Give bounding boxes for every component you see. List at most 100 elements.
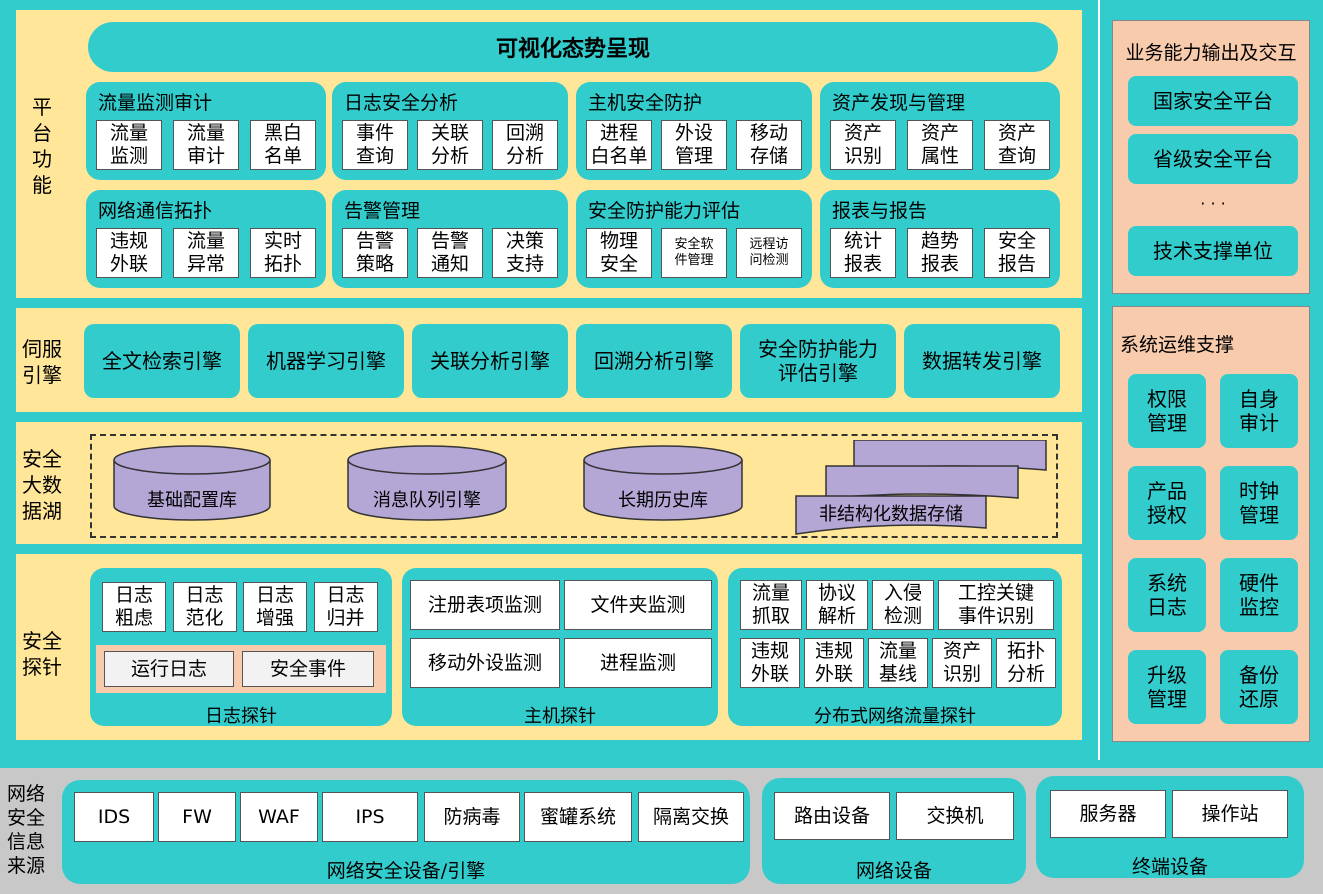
net-item-r2-4: 拓扑 分析: [996, 638, 1056, 688]
output-provincial: 省级安全平台: [1128, 134, 1298, 184]
ops-title: 系统运维支撑: [1120, 334, 1235, 356]
lake-label: 安全 大数 据湖: [22, 447, 62, 523]
device-router: 路由设备: [774, 792, 890, 840]
log-probe-title: 日志探针: [205, 706, 277, 727]
platform-label: 平台 功能: [32, 95, 52, 197]
security-device-3: IPS: [322, 792, 418, 842]
sources-label: 网络 安全 信息 来源: [6, 783, 45, 877]
platform-group-title-6: 安全防护能力评估: [588, 200, 741, 222]
ops-item-1: 自身 审计: [1220, 374, 1298, 448]
host-item-2: 移动外设监测: [410, 638, 560, 688]
platform-item-0-0: 流量 监测: [96, 120, 162, 170]
platform-item-2-0: 进程 白名单: [586, 120, 652, 170]
engine-2: 关联分析引擎: [412, 324, 568, 398]
platform-item-0-1: 流量 审计: [173, 120, 239, 170]
ops-item-3: 时钟 管理: [1220, 466, 1298, 540]
net-item-r1-0: 流量 抓取: [740, 580, 802, 630]
network-devices-title: 网络设备: [855, 860, 932, 882]
log-sub-security-event: 安全事件: [242, 651, 374, 687]
log-item-3: 日志 归并: [313, 582, 378, 632]
net-item-r2-0: 违规 外联: [740, 638, 800, 688]
net-item-r2-1: 违规 外联: [804, 638, 864, 688]
engine-4: 安全防护能力 评估引擎: [740, 324, 896, 398]
security-device-4: 防病毒: [424, 792, 520, 842]
platform-group-title-3: 资产发现与管理: [832, 92, 966, 114]
security-device-1: FW: [158, 792, 236, 842]
platform-item-3-0: 资产 识别: [830, 120, 896, 170]
store-unstructured: 非结构化数据存储: [819, 504, 963, 525]
platform-item-6-0: 物理 安全: [586, 228, 652, 278]
platform-item-7-0: 统计 报表: [830, 228, 896, 278]
servo-label: 伺服 引擎: [22, 337, 62, 387]
log-sub-run: 运行日志: [104, 651, 234, 687]
platform-item-0-2: 黑白 名单: [250, 120, 316, 170]
ops-item-4: 系统 日志: [1128, 558, 1206, 632]
engine-5: 数据转发引擎: [904, 324, 1060, 398]
net-item-r1-3: 工控关键 事件识别: [938, 580, 1054, 630]
platform-group-title-0: 流量监测审计: [98, 92, 213, 114]
platform-item-6-1: 安全软 件管理: [661, 228, 727, 278]
cylinder-base-config: [113, 445, 271, 521]
net-item-r1-2: 入侵 检测: [872, 580, 934, 630]
platform-item-3-1: 资产 属性: [907, 120, 973, 170]
host-item-1: 文件夹监测: [564, 580, 712, 630]
cylinder-long-history: [583, 445, 743, 521]
net-item-r1-1: 协议 解析: [806, 580, 868, 630]
engine-0: 全文检索引擎: [84, 324, 240, 398]
security-device-2: WAF: [240, 792, 318, 842]
host-probe-title: 主机探针: [524, 706, 596, 727]
host-item-3: 进程监测: [564, 638, 712, 688]
platform-item-1-1: 关联 分析: [417, 120, 483, 170]
output-ellipsis: · · ·: [1200, 194, 1226, 213]
platform-item-6-2: 远程访 问检测: [736, 228, 802, 278]
platform-item-1-0: 事件 查询: [342, 120, 408, 170]
data-lake-frame: [90, 434, 1058, 538]
ops-item-6: 升级 管理: [1128, 650, 1206, 724]
log-item-2: 日志 增强: [243, 582, 307, 632]
platform-item-4-2: 实时 拓扑: [250, 228, 316, 278]
net-item-r2-3: 资产 识别: [932, 638, 992, 688]
security-device-0: IDS: [74, 792, 154, 842]
net-item-r2-2: 流量 基线: [868, 638, 928, 688]
platform-item-4-0: 违规 外联: [96, 228, 162, 278]
security-device-5: 蜜罐系统: [524, 792, 632, 842]
platform-item-3-2: 资产 查询: [984, 120, 1050, 170]
divider-line: [1098, 0, 1100, 760]
device-switch: 交换机: [896, 792, 1014, 840]
data-lake-cylinders: [113, 440, 1047, 535]
platform-group-title-7: 报表与报告: [832, 200, 928, 222]
store-base-config: 基础配置库: [147, 490, 237, 511]
unstructured-storage-stack: [795, 440, 1047, 535]
engine-3: 回溯分析引擎: [576, 324, 732, 398]
platform-item-5-2: 决策 支持: [492, 228, 558, 278]
store-message-queue: 消息队列引擎: [373, 490, 481, 511]
security-devices-title: 网络安全设备/引擎: [326, 860, 486, 882]
probe-label: 安全 探针: [22, 629, 62, 679]
host-item-0: 注册表项监测: [410, 580, 560, 630]
cylinder-message-queue: [347, 445, 507, 521]
platform-item-5-1: 告警 通知: [417, 228, 483, 278]
output-tech-support: 技术支撑单位: [1128, 226, 1298, 276]
ops-item-0: 权限 管理: [1128, 374, 1206, 448]
store-long-history: 长期历史库: [618, 490, 708, 511]
terminal-devices-title: 终端设备: [1131, 856, 1208, 878]
platform-group-title-2: 主机安全防护: [588, 92, 703, 114]
output-title: 业务能力输出及交互: [1125, 42, 1297, 64]
security-device-6: 隔离交换: [638, 792, 744, 842]
device-server: 服务器: [1050, 790, 1166, 838]
platform-item-2-2: 移动 存储: [736, 120, 802, 170]
ops-item-2: 产品 授权: [1128, 466, 1206, 540]
platform-group-title-5: 告警管理: [344, 200, 421, 222]
platform-item-7-2: 安全 报告: [984, 228, 1050, 278]
log-item-0: 日志 粗虑: [102, 582, 166, 632]
platform-item-1-2: 回溯 分析: [492, 120, 558, 170]
platform-group-title-1: 日志安全分析: [344, 92, 459, 114]
visualization-banner: 可视化态势呈现: [88, 22, 1058, 72]
platform-group-title-4: 网络通信拓扑: [98, 200, 213, 222]
platform-item-4-1: 流量 异常: [173, 228, 239, 278]
platform-item-7-1: 趋势 报表: [907, 228, 973, 278]
log-item-1: 日志 范化: [172, 582, 237, 632]
ops-item-7: 备份 还原: [1220, 650, 1298, 724]
engine-1: 机器学习引擎: [248, 324, 404, 398]
platform-item-5-0: 告警 策略: [342, 228, 408, 278]
